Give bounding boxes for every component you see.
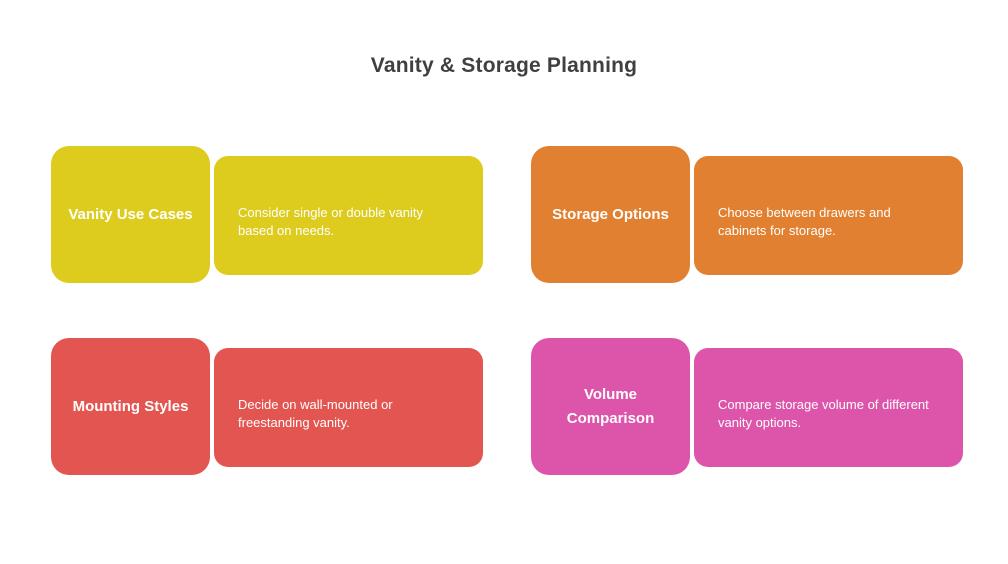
- card-description-panel: Consider single or double vanity based o…: [214, 156, 483, 275]
- card-description-text: Compare storage volume of different vani…: [718, 397, 929, 430]
- card-description-panel: Choose between drawers and cabinets for …: [694, 156, 963, 275]
- page-title: Vanity & Storage Planning: [370, 54, 638, 77]
- card-volume-comparison[interactable]: Compare storage volume of different vani…: [531, 338, 963, 475]
- card-vanity-use-cases[interactable]: Consider single or double vanity based o…: [51, 146, 483, 283]
- card-label-panel[interactable]: Vanity Use Cases: [51, 146, 210, 283]
- card-storage-options[interactable]: Choose between drawers and cabinets for …: [531, 146, 963, 283]
- card-description-panel: Compare storage volume of different vani…: [694, 348, 963, 467]
- card-label-text: Volume Comparison: [566, 385, 655, 427]
- card-label-text: Mounting Styles: [72, 397, 189, 415]
- card-label-panel[interactable]: Mounting Styles: [51, 338, 210, 475]
- card-description-text: Choose between drawers and cabinets for …: [718, 205, 891, 238]
- card-grid: Consider single or double vanity based o…: [51, 146, 963, 476]
- card-label-text: Storage Options: [552, 205, 669, 223]
- card-description-panel: Decide on wall-mounted or freestanding v…: [214, 348, 483, 467]
- card-label-panel[interactable]: Volume Comparison: [531, 338, 690, 475]
- card-description-text: Consider single or double vanity based o…: [238, 205, 423, 238]
- card-mounting-styles[interactable]: Decide on wall-mounted or freestanding v…: [51, 338, 483, 475]
- card-description-text: Decide on wall-mounted or freestanding v…: [238, 397, 393, 430]
- card-label-panel[interactable]: Storage Options: [531, 146, 690, 283]
- card-label-text: Vanity Use Cases: [68, 205, 193, 223]
